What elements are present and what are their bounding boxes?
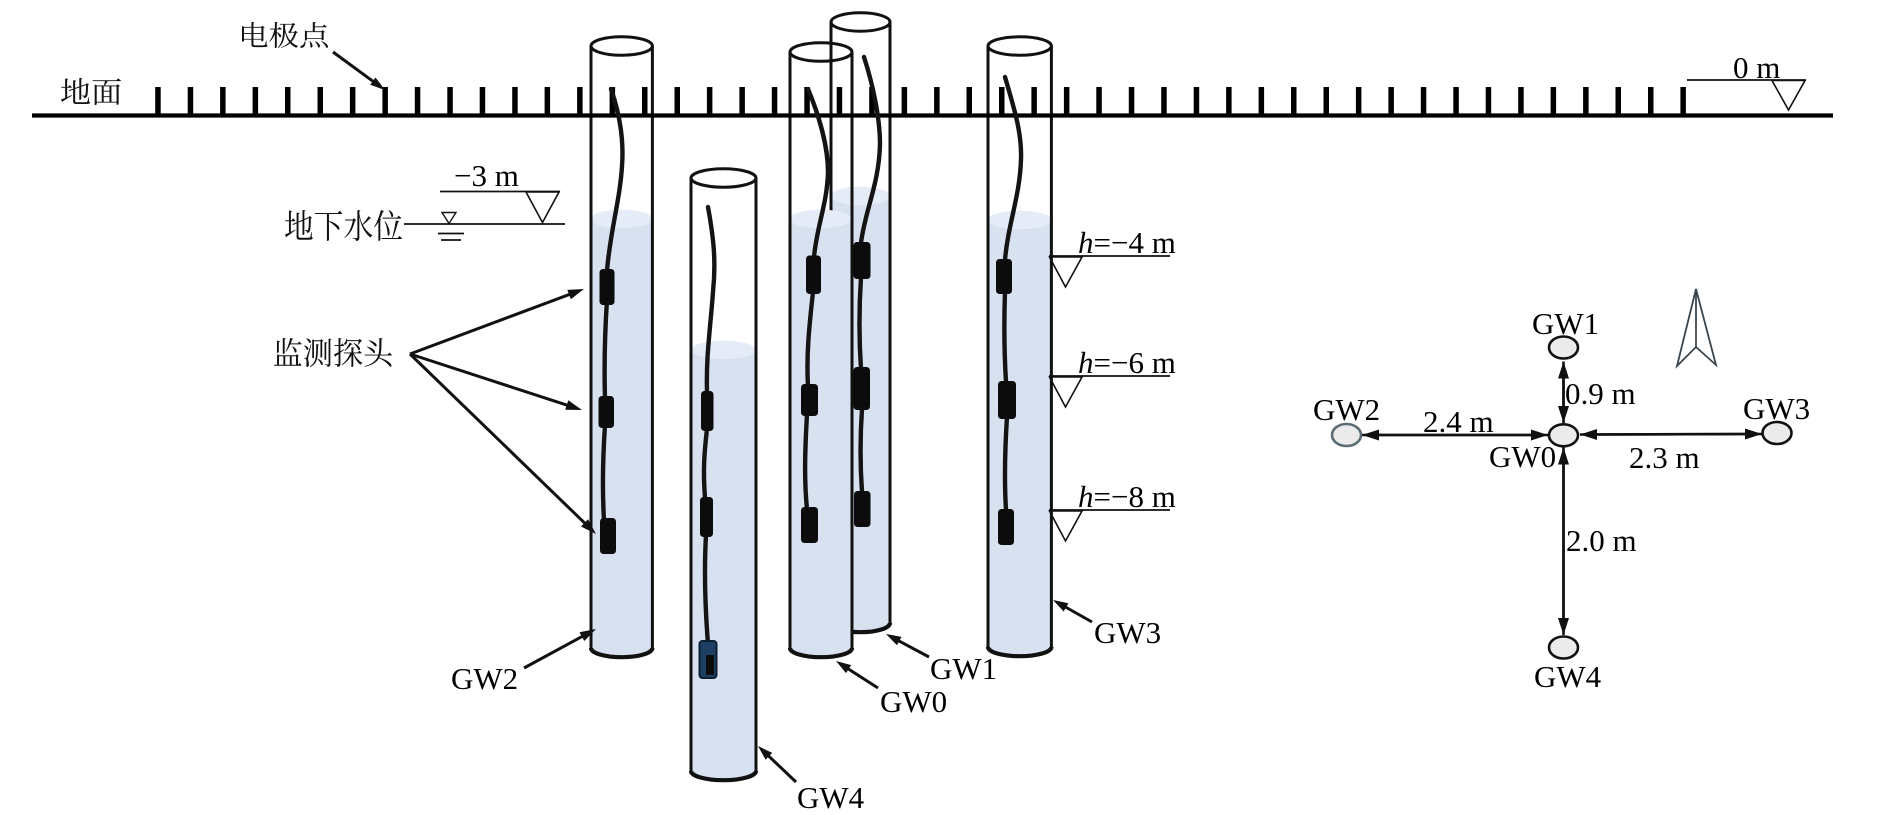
svg-text:0.9 m: 0.9 m — [1565, 376, 1636, 411]
svg-text:GW2: GW2 — [1313, 392, 1380, 427]
svg-text:GW0: GW0 — [1489, 439, 1556, 474]
svg-text:GW2: GW2 — [451, 661, 518, 696]
svg-text:h=−4 m: h=−4 m — [1078, 225, 1176, 260]
svg-text:2.4 m: 2.4 m — [1423, 404, 1494, 439]
svg-text:−3 m: −3 m — [454, 158, 519, 193]
svg-text:GW3: GW3 — [1743, 391, 1810, 426]
svg-text:GW3: GW3 — [1094, 615, 1161, 650]
svg-text:GW4: GW4 — [1534, 659, 1602, 694]
svg-text:GW0: GW0 — [880, 684, 947, 719]
svg-text:GW1: GW1 — [1532, 306, 1599, 341]
svg-text:2.0 m: 2.0 m — [1566, 523, 1637, 558]
svg-text:h=−8 m: h=−8 m — [1078, 479, 1176, 514]
svg-text:GW1: GW1 — [930, 651, 997, 686]
svg-text:GW4: GW4 — [797, 780, 865, 815]
svg-text:h=−6 m: h=−6 m — [1078, 345, 1176, 380]
svg-text:2.3 m: 2.3 m — [1629, 440, 1700, 475]
